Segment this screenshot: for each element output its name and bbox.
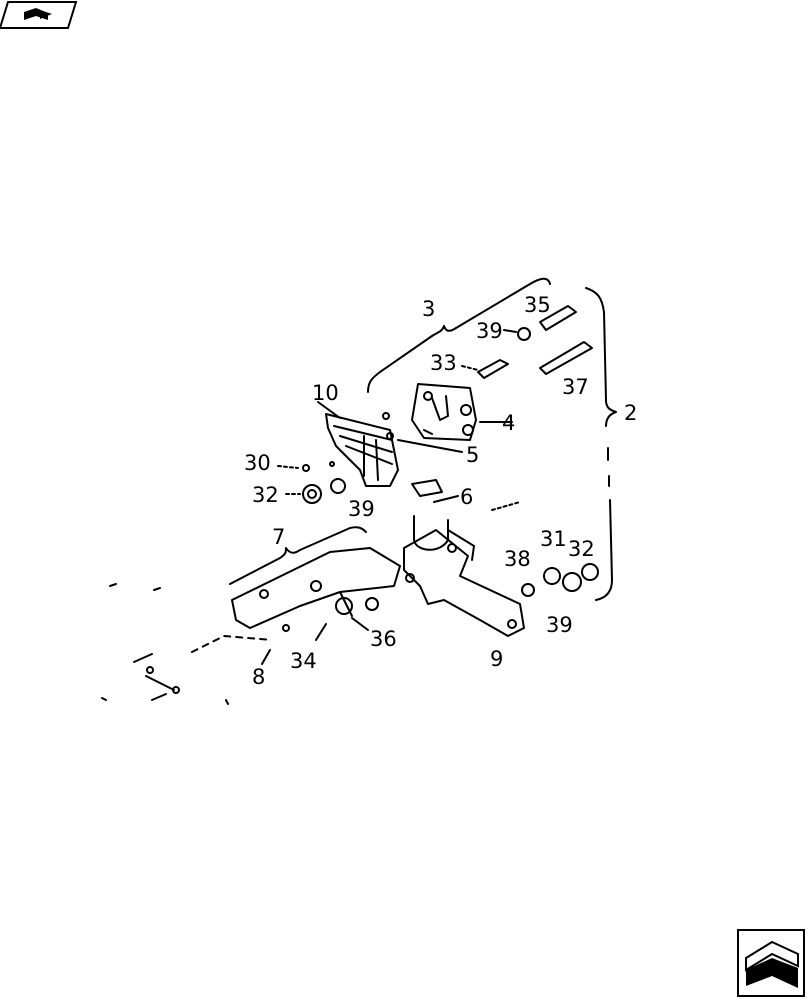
label-39-left: 39 <box>348 497 375 521</box>
pin-36 <box>365 597 379 611</box>
bracket-3 <box>367 277 551 393</box>
part-33 <box>477 359 509 379</box>
label-2: 2 <box>624 401 637 425</box>
main-frame-9 <box>403 529 525 637</box>
part-35 <box>539 305 577 331</box>
label-37: 37 <box>562 375 589 399</box>
label-39-top: 39 <box>476 319 503 343</box>
label-10: 10 <box>312 381 339 405</box>
label-5: 5 <box>466 443 479 467</box>
washer-31-right <box>543 567 561 585</box>
bracket-7 <box>229 526 367 585</box>
nut-39-right <box>581 563 599 581</box>
part-37 <box>539 341 593 375</box>
bracket-2 <box>585 287 617 427</box>
label-38: 38 <box>504 547 531 571</box>
label-35: 35 <box>524 293 551 317</box>
label-30: 30 <box>244 451 271 475</box>
washer-38-right <box>521 583 535 597</box>
label-39-right: 39 <box>546 613 573 637</box>
label-36: 36 <box>370 627 397 651</box>
label-34: 34 <box>290 649 317 673</box>
label-32-left: 32 <box>252 483 279 507</box>
label-9: 9 <box>490 647 503 671</box>
label-33: 33 <box>430 351 457 375</box>
label-3: 3 <box>422 297 435 321</box>
link-left <box>133 653 175 701</box>
pin-5 <box>423 429 433 435</box>
label-32-right: 32 <box>568 537 595 561</box>
lever-plate-10 <box>325 413 399 487</box>
label-31: 31 <box>540 527 567 551</box>
book-arrow-icon[interactable] <box>0 0 80 32</box>
label-7: 7 <box>272 525 285 549</box>
part-8 <box>191 635 273 653</box>
bolt-34 <box>335 597 353 615</box>
label-4: 4 <box>502 411 515 435</box>
label-8: 8 <box>252 665 265 689</box>
nut-32-left <box>302 484 322 504</box>
nut-32-right <box>562 572 582 592</box>
next-page-arrow-icon[interactable] <box>736 928 806 998</box>
washer-39-left <box>330 478 346 494</box>
block-6 <box>411 479 443 497</box>
arm-7 <box>231 547 401 629</box>
upper-bracket-plate <box>411 383 477 441</box>
label-6: 6 <box>460 485 473 509</box>
